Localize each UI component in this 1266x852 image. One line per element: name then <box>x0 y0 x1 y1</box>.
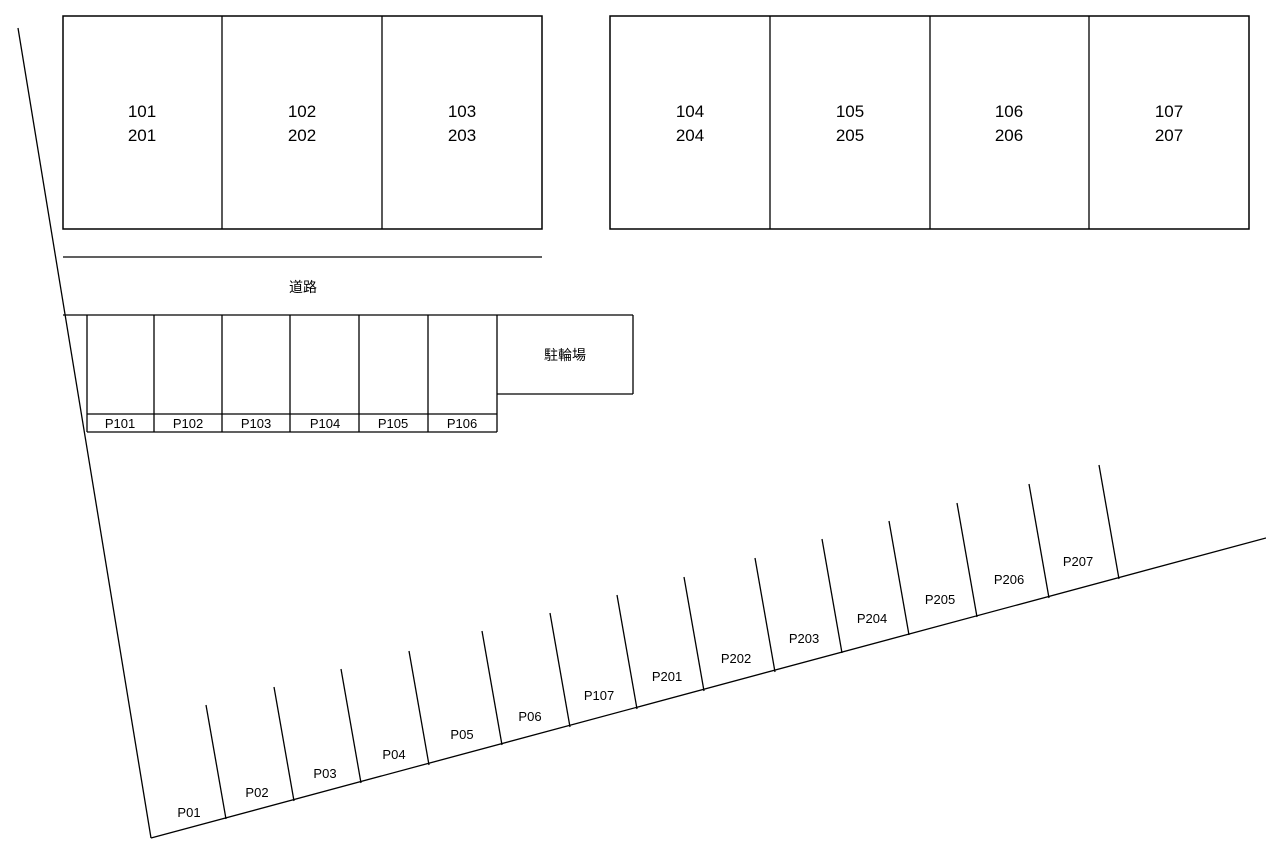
unit-105-label: 105 <box>836 102 864 121</box>
parking-space-label: P205 <box>925 592 955 607</box>
left-boundary-line <box>17 27 152 839</box>
unit-205-label: 205 <box>836 126 864 145</box>
parking-space-label: P105 <box>378 416 408 431</box>
diagonal-parking: P01 P02 P03 P04 P05 P06 P107 P201 P202 P… <box>177 464 1120 820</box>
parking-space-label: P04 <box>382 747 405 762</box>
parking-row: P101 P102 P103 P104 P105 P106 <box>63 314 498 433</box>
building-right: 104 204 105 205 106 206 107 207 <box>609 15 1250 230</box>
parking-divider <box>273 686 295 802</box>
unit-104-label: 104 <box>676 102 704 121</box>
unit-201-label: 201 <box>128 126 156 145</box>
parking-divider <box>340 668 362 784</box>
parking-space-label: P03 <box>313 766 336 781</box>
unit-106-label: 106 <box>995 102 1023 121</box>
unit-207-label: 207 <box>1155 126 1183 145</box>
building-left: 101 201 102 202 103 203 <box>62 15 543 230</box>
parking-divider <box>888 520 910 636</box>
parking-space-label: P203 <box>789 631 819 646</box>
parking-divider <box>821 538 843 654</box>
unit-103-label: 103 <box>448 102 476 121</box>
bottom-boundary-line <box>150 537 1266 839</box>
parking-space-label: P207 <box>1063 554 1093 569</box>
parking-divider <box>1028 483 1050 599</box>
parking-divider <box>1098 464 1120 580</box>
parking-divider <box>754 557 776 673</box>
parking-space-label: P202 <box>721 651 751 666</box>
parking-space-label: P02 <box>245 785 268 800</box>
parking-divider <box>408 650 430 766</box>
parking-space-label: P101 <box>105 416 135 431</box>
unit-107-label: 107 <box>1155 102 1183 121</box>
parking-space-label: P204 <box>857 611 887 626</box>
parking-space-label: P01 <box>177 805 200 820</box>
parking-space-label: P06 <box>518 709 541 724</box>
unit-203-label: 203 <box>448 126 476 145</box>
parking-divider <box>956 502 978 618</box>
parking-divider <box>683 576 705 692</box>
parking-space-label: P106 <box>447 416 477 431</box>
parking-divider <box>549 612 571 728</box>
parking-divider <box>481 630 503 746</box>
unit-206-label: 206 <box>995 126 1023 145</box>
parking-space-label: P102 <box>173 416 203 431</box>
parking-space-label: P05 <box>450 727 473 742</box>
unit-101-label: 101 <box>128 102 156 121</box>
parking-space-label: P107 <box>584 688 614 703</box>
parking-divider <box>205 704 227 820</box>
building-left-outline <box>62 15 543 230</box>
parking-space-label: P201 <box>652 669 682 684</box>
bicycle-parking-label: 駐輪場 <box>544 347 586 363</box>
parking-space-label: P206 <box>994 572 1024 587</box>
bicycle-parking: 駐輪場 <box>497 314 634 395</box>
parking-space-label: P103 <box>241 416 271 431</box>
unit-202-label: 202 <box>288 126 316 145</box>
parking-space-label: P104 <box>310 416 340 431</box>
parking-divider <box>616 594 638 710</box>
unit-204-label: 204 <box>676 126 704 145</box>
road-label: 道路 <box>289 279 317 295</box>
unit-102-label: 102 <box>288 102 316 121</box>
